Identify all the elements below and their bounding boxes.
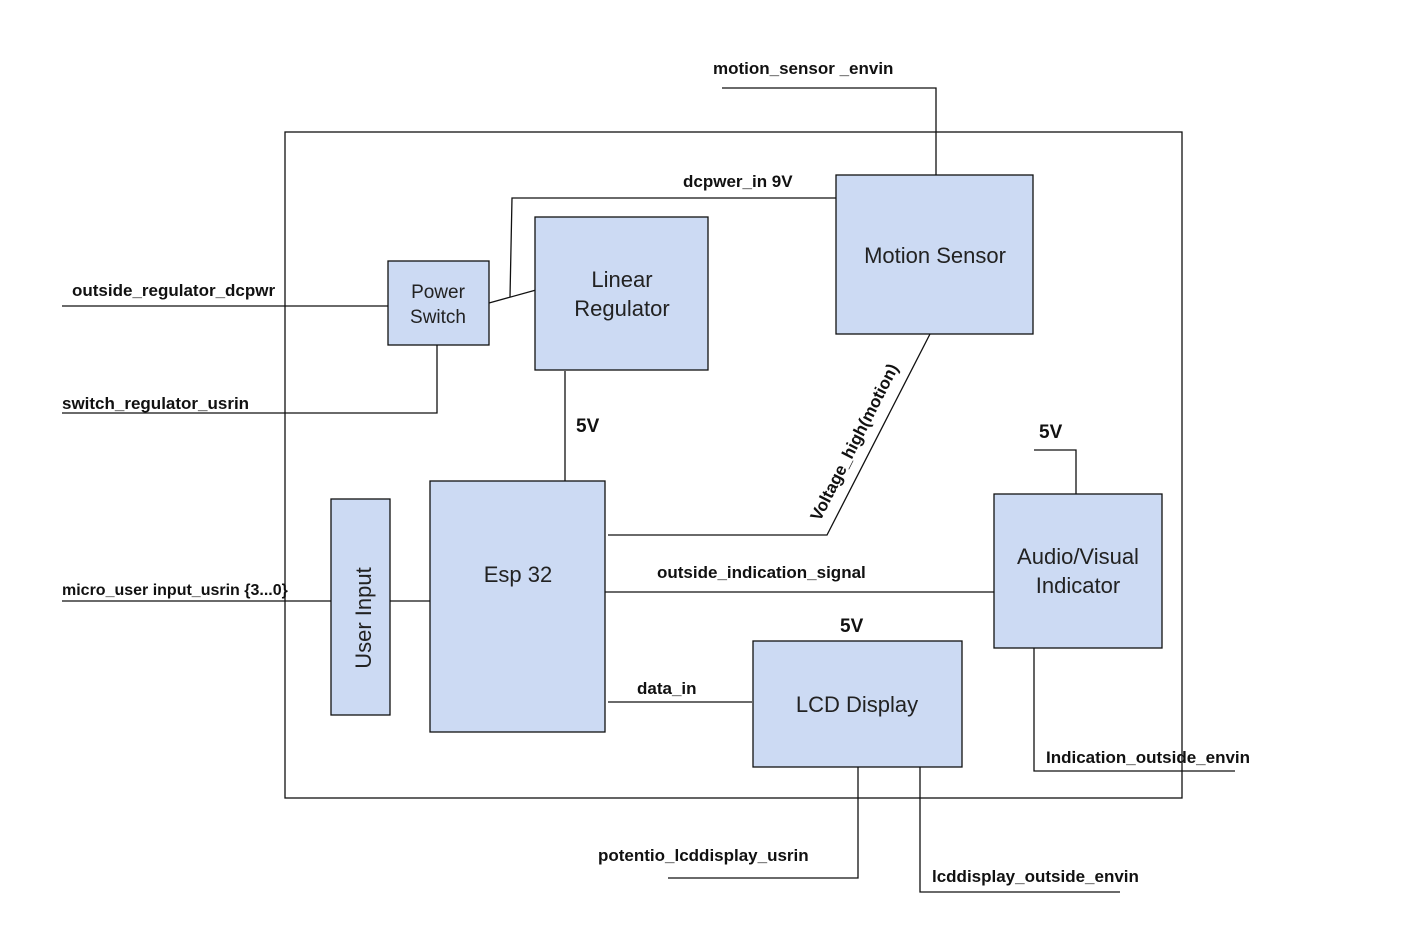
wire-voltage-high bbox=[608, 333, 931, 536]
wire-lcddisplay-outside-envin bbox=[919, 767, 1120, 893]
power-switch-label-line2: Switch bbox=[410, 307, 466, 328]
audio-visual-indicator-block: Audio/Visual Indicator bbox=[993, 493, 1163, 649]
user-input-block: User Input bbox=[330, 498, 391, 716]
label-voltage-high: Voltage_high(motion) bbox=[807, 361, 903, 524]
linear-regulator-label-line2: Regulator bbox=[574, 296, 669, 321]
wire-indicator-5v bbox=[1034, 449, 1077, 494]
power-switch-block: Power Switch bbox=[387, 260, 490, 346]
lcd-display-label: LCD Display bbox=[796, 692, 918, 717]
esp32-label: Esp 32 bbox=[484, 562, 553, 587]
linear-regulator-block: Linear Regulator bbox=[534, 216, 709, 371]
audio-visual-label-line2: Indicator bbox=[1036, 573, 1120, 598]
label-motion-sensor-envin: motion_sensor _envin bbox=[713, 59, 893, 78]
label-indicator-5v: 5V bbox=[1039, 422, 1063, 443]
label-switch-regulator-usrin: switch_regulator_usrin bbox=[62, 394, 249, 413]
wire-switch-to-regulator bbox=[488, 289, 537, 304]
label-regulator-5v: 5V bbox=[576, 416, 600, 437]
system-boundary bbox=[284, 131, 1183, 799]
label-lcd-5v: 5V bbox=[840, 616, 864, 637]
label-lcddisplay-outside-envin: lcddisplay_outside_envin bbox=[932, 867, 1139, 886]
label-indication-outside-envin: Indication_outside_envin bbox=[1046, 748, 1250, 767]
wire-potentio-lcddisplay bbox=[668, 767, 859, 879]
motion-sensor-label: Motion Sensor bbox=[864, 243, 1006, 268]
label-data-in: data_in bbox=[637, 679, 697, 698]
esp32-block: Esp 32 bbox=[429, 480, 606, 733]
motion-sensor-block: Motion Sensor bbox=[835, 174, 1034, 335]
wires bbox=[62, 87, 1235, 893]
linear-regulator-label-line1: Linear bbox=[591, 267, 652, 292]
wire-motion-sensor-envin bbox=[722, 87, 937, 176]
label-outside-regulator-dcpwr: outside_regulator_dcpwr bbox=[72, 281, 275, 300]
lcd-display-block: LCD Display bbox=[752, 640, 963, 768]
wire-dcpwer-in bbox=[509, 197, 836, 298]
label-micro-user-input: micro_user input_usrin {3...0} bbox=[62, 582, 288, 599]
wire-indication-outside-envin bbox=[1033, 648, 1235, 772]
label-outside-indication-signal: outside_indication_signal bbox=[657, 563, 866, 582]
label-dcpwer-in: dcpwer_in 9V bbox=[683, 172, 793, 191]
audio-visual-label-line1: Audio/Visual bbox=[1017, 544, 1139, 569]
wire-switch-regulator-usrin bbox=[62, 345, 438, 414]
label-potentio-lcddisplay-usrin: potentio_lcddisplay_usrin bbox=[598, 846, 809, 865]
power-switch-label-line1: Power bbox=[411, 282, 466, 303]
user-input-label: User Input bbox=[351, 567, 376, 669]
